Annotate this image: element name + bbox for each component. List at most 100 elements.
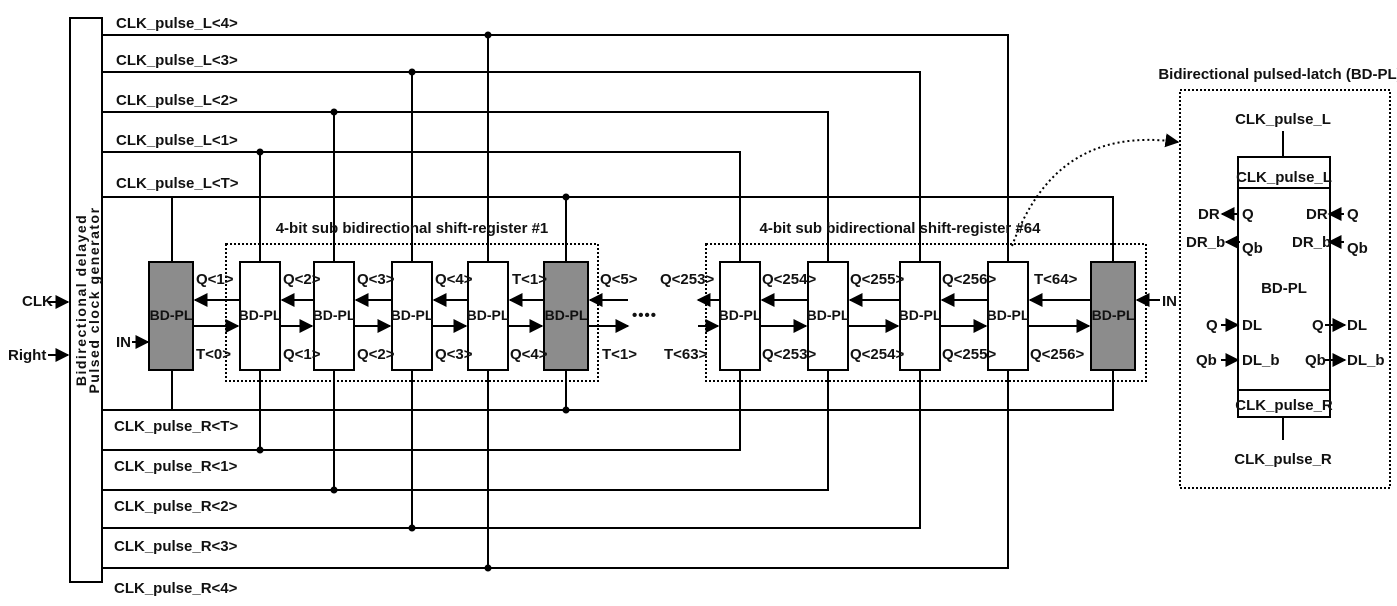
svg-text:Q<255>: Q<255> xyxy=(850,271,904,288)
clk-label-L2: CLK_pulse_L<2> xyxy=(116,92,238,109)
in-left-label: IN xyxy=(116,334,131,351)
svg-text:DR_b: DR_b xyxy=(1292,234,1331,251)
svg-text:Q<254>: Q<254> xyxy=(850,346,904,363)
svg-text:DL_b: DL_b xyxy=(1242,352,1280,369)
svg-text:Q<253>: Q<253> xyxy=(762,346,816,363)
svg-text:T<0>: T<0> xyxy=(196,346,231,363)
clock-taps-register-1 xyxy=(171,35,567,568)
svg-text:Q<1>: Q<1> xyxy=(283,346,321,363)
bd-pl-bit-2: BD-PL xyxy=(313,261,356,371)
bd-pl-bit-255: BD-PL xyxy=(899,261,942,371)
clk-label-R2: CLK_pulse_R<2> xyxy=(114,498,238,515)
detail-title: Bidirectional pulsed-latch (BD-PL) xyxy=(1158,66,1397,83)
svg-text:CLK_pulse_L: CLK_pulse_L xyxy=(1235,111,1331,128)
clk-line-R1 xyxy=(102,370,741,451)
svg-text:BD-PL: BD-PL xyxy=(313,307,356,323)
clk-input-label: CLK xyxy=(22,293,53,310)
bd-pl-bit-253: BD-PL xyxy=(719,261,762,371)
clk-line-R3 xyxy=(102,370,921,529)
svg-text:BD-PL: BD-PL xyxy=(899,307,942,323)
svg-text:Q<3>: Q<3> xyxy=(357,271,395,288)
clk-label-LT: CLK_pulse_L<T> xyxy=(116,175,239,192)
bd-pl-bit-254: BD-PL xyxy=(807,261,850,371)
svg-text:Q<4>: Q<4> xyxy=(510,346,548,363)
clk-line-R4 xyxy=(102,370,1009,569)
clk-label-L1: CLK_pulse_L<1> xyxy=(116,132,238,149)
clk-label-R1: CLK_pulse_R<1> xyxy=(114,458,238,475)
generator-label-1: Bidirectional delayed xyxy=(73,214,89,386)
clk-label-R4: CLK_pulse_R<4> xyxy=(114,580,238,597)
register-64-arrows xyxy=(696,293,1160,333)
svg-text:Q<2>: Q<2> xyxy=(283,271,321,288)
svg-text:Q<3>: Q<3> xyxy=(435,346,473,363)
svg-text:Q<5>: Q<5> xyxy=(600,271,638,288)
detail-pointer-arrow xyxy=(1011,133,1180,247)
clock-generator-block xyxy=(69,17,103,583)
svg-text:Q<256>: Q<256> xyxy=(942,271,996,288)
junction-dots xyxy=(256,31,570,572)
detail-frame xyxy=(1179,89,1391,489)
svg-text:Q<255>: Q<255> xyxy=(942,346,996,363)
svg-text:Q: Q xyxy=(1206,317,1218,334)
bd-pl-bit-4: BD-PL xyxy=(467,261,510,371)
bd-pl-detail-panel: Bidirectional pulsed-latch (BD-PL) CLK_p… xyxy=(1158,66,1397,489)
bd-pl-transfer-left: BD-PL xyxy=(148,261,194,371)
register-1-arrows xyxy=(193,293,630,333)
svg-text:DR_b: DR_b xyxy=(1186,234,1225,251)
svg-text:BD-PL: BD-PL xyxy=(391,307,434,323)
svg-text:Q: Q xyxy=(1242,206,1254,223)
subregister-64-title: 4-bit sub bidirectional shift-register #… xyxy=(760,220,1042,237)
right-input-label: Right xyxy=(8,347,46,364)
svg-text:Q: Q xyxy=(1312,317,1324,334)
svg-text:CLK_pulse_R: CLK_pulse_R xyxy=(1235,397,1333,414)
svg-text:T<1>: T<1> xyxy=(602,346,637,363)
clk-line-L2 xyxy=(102,111,829,262)
svg-text:DR: DR xyxy=(1306,206,1328,223)
svg-text:BD-PL: BD-PL xyxy=(467,307,510,323)
svg-text:CLK_pulse_R: CLK_pulse_R xyxy=(1234,451,1332,468)
clk-label-L4: CLK_pulse_L<4> xyxy=(116,15,238,32)
svg-text:DL_b: DL_b xyxy=(1347,352,1385,369)
detail-latch-box xyxy=(1237,156,1331,418)
clk-line-RT xyxy=(102,370,1114,411)
svg-text:BD-PL: BD-PL xyxy=(545,307,588,323)
bd-pl-bit-1: BD-PL xyxy=(239,261,282,371)
bd-pl-transfer-right: BD-PL xyxy=(543,261,589,371)
in-right-label: IN xyxy=(1162,293,1177,310)
svg-text:Q<1>: Q<1> xyxy=(196,271,234,288)
svg-text:Q: Q xyxy=(1347,206,1359,223)
subregister-64-frame xyxy=(705,243,1147,382)
clk-label-L3: CLK_pulse_L<3> xyxy=(116,52,238,69)
svg-text:Q<2>: Q<2> xyxy=(357,346,395,363)
generator-label-2: Pulsed clock generator xyxy=(86,206,102,393)
svg-text:DL: DL xyxy=(1242,317,1262,334)
svg-text:DR: DR xyxy=(1198,206,1220,223)
register-1-bottom-labels: T<0> Q<1> Q<2> Q<3> Q<4> T<1> xyxy=(196,346,637,363)
svg-text:Q<4>: Q<4> xyxy=(435,271,473,288)
svg-text:T<63>: T<63> xyxy=(664,346,708,363)
register-64-bottom-labels: T<63> Q<253> Q<254> Q<255> Q<256> xyxy=(664,346,1084,363)
clk-line-L1 xyxy=(102,151,741,262)
bd-pl-transfer-64: BD-PL xyxy=(1090,261,1136,371)
svg-text:BD-PL: BD-PL xyxy=(719,307,762,323)
svg-text:CLK_pulse_L: CLK_pulse_L xyxy=(1236,169,1332,186)
svg-text:DL: DL xyxy=(1347,317,1367,334)
clk-line-L3 xyxy=(102,71,921,262)
register-64-top-labels: Q<253> Q<254> Q<255> Q<256> T<64> xyxy=(660,271,1078,288)
svg-text:BD-PL: BD-PL xyxy=(1261,280,1307,297)
ellipsis: •••• xyxy=(632,307,657,324)
svg-text:Qb: Qb xyxy=(1242,240,1263,257)
register-1-top-labels: Q<1> Q<2> Q<3> Q<4> T<1> Q<5> xyxy=(196,271,638,288)
bd-pl-bit-3: BD-PL xyxy=(391,261,434,371)
svg-text:Qb: Qb xyxy=(1347,240,1368,257)
clk-label-R3: CLK_pulse_R<3> xyxy=(114,538,238,555)
clock-lines-right xyxy=(102,370,1114,569)
svg-text:Qb: Qb xyxy=(1196,352,1217,369)
svg-text:BD-PL: BD-PL xyxy=(987,307,1030,323)
clock-lines-left xyxy=(102,34,1114,262)
svg-text:BD-PL: BD-PL xyxy=(239,307,282,323)
svg-text:BD-PL: BD-PL xyxy=(807,307,850,323)
svg-text:T<64>: T<64> xyxy=(1034,271,1078,288)
subregister-1-frame xyxy=(225,243,599,382)
